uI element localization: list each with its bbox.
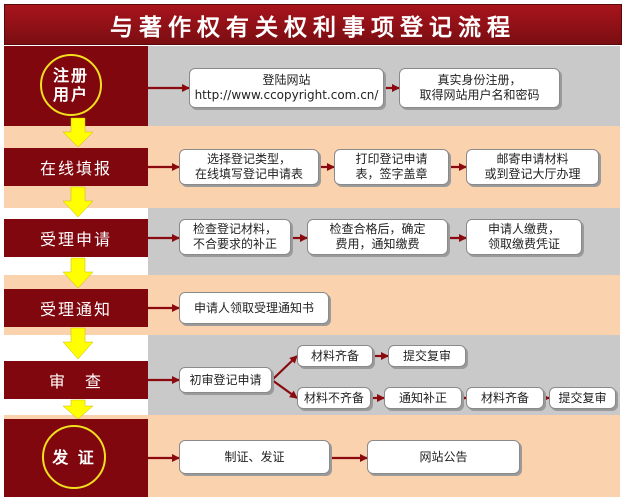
step-certify: 发 证: [42, 425, 106, 489]
box-receive-notice: 申请人领取受理通知书: [179, 292, 329, 324]
box-submit-rereview-2: 提交复审: [549, 387, 616, 409]
down-arrow-2: [62, 186, 94, 218]
box-website-announcement: 网站公告: [367, 440, 520, 474]
down-arrow-1: [62, 117, 94, 148]
step-accept: 受理申请: [39, 230, 112, 249]
box-submit-rereview-1: 提交复审: [388, 345, 466, 367]
page-title: 与著作权有关权利事项登记流程: [4, 4, 622, 45]
down-arrow-3: [62, 257, 94, 289]
box-materials-incomplete: 材料不齐备: [297, 387, 371, 409]
step-fill: 在线填报: [39, 159, 112, 178]
box-initial-review: 初审登记申请: [179, 367, 272, 393]
box-mail-materials: 邮寄申请材料或到登记大厅办理: [466, 149, 599, 185]
box-print-sign: 打印登记申请表，签字盖章: [334, 149, 449, 185]
step-block-fill: [4, 148, 148, 186]
down-arrow-5: [62, 399, 94, 420]
box-real-name-registration: 真实身份注册，取得网站用户名和密码: [399, 68, 560, 108]
step-block-review: [4, 361, 148, 399]
conn-review-down: [271, 379, 298, 399]
box-materials-complete: 材料齐备: [297, 345, 373, 367]
box-determine-fee: 检查合格后，确定费用，通知缴费: [307, 219, 448, 255]
step-register: 注册用户: [40, 54, 102, 116]
down-arrow-4: [62, 327, 94, 360]
box-materials-complete-2: 材料齐备: [466, 387, 544, 409]
step-block-notice: [4, 289, 148, 327]
box-check-materials: 检查登记材料，不合要求的补正: [179, 219, 291, 255]
box-select-type: 选择登记类型，在线填写登记申请表: [179, 149, 319, 185]
step-block-accept: [4, 219, 148, 257]
conn-review-up: [271, 355, 298, 381]
box-notify-correction: 通知补正: [384, 387, 462, 409]
box-issue-certificate: 制证、发证: [179, 440, 330, 474]
step-notice: 受理通知: [39, 300, 112, 319]
step-review: 审 查: [48, 372, 103, 391]
box-pay-fee: 申请人缴费，领取缴费凭证: [466, 219, 582, 255]
